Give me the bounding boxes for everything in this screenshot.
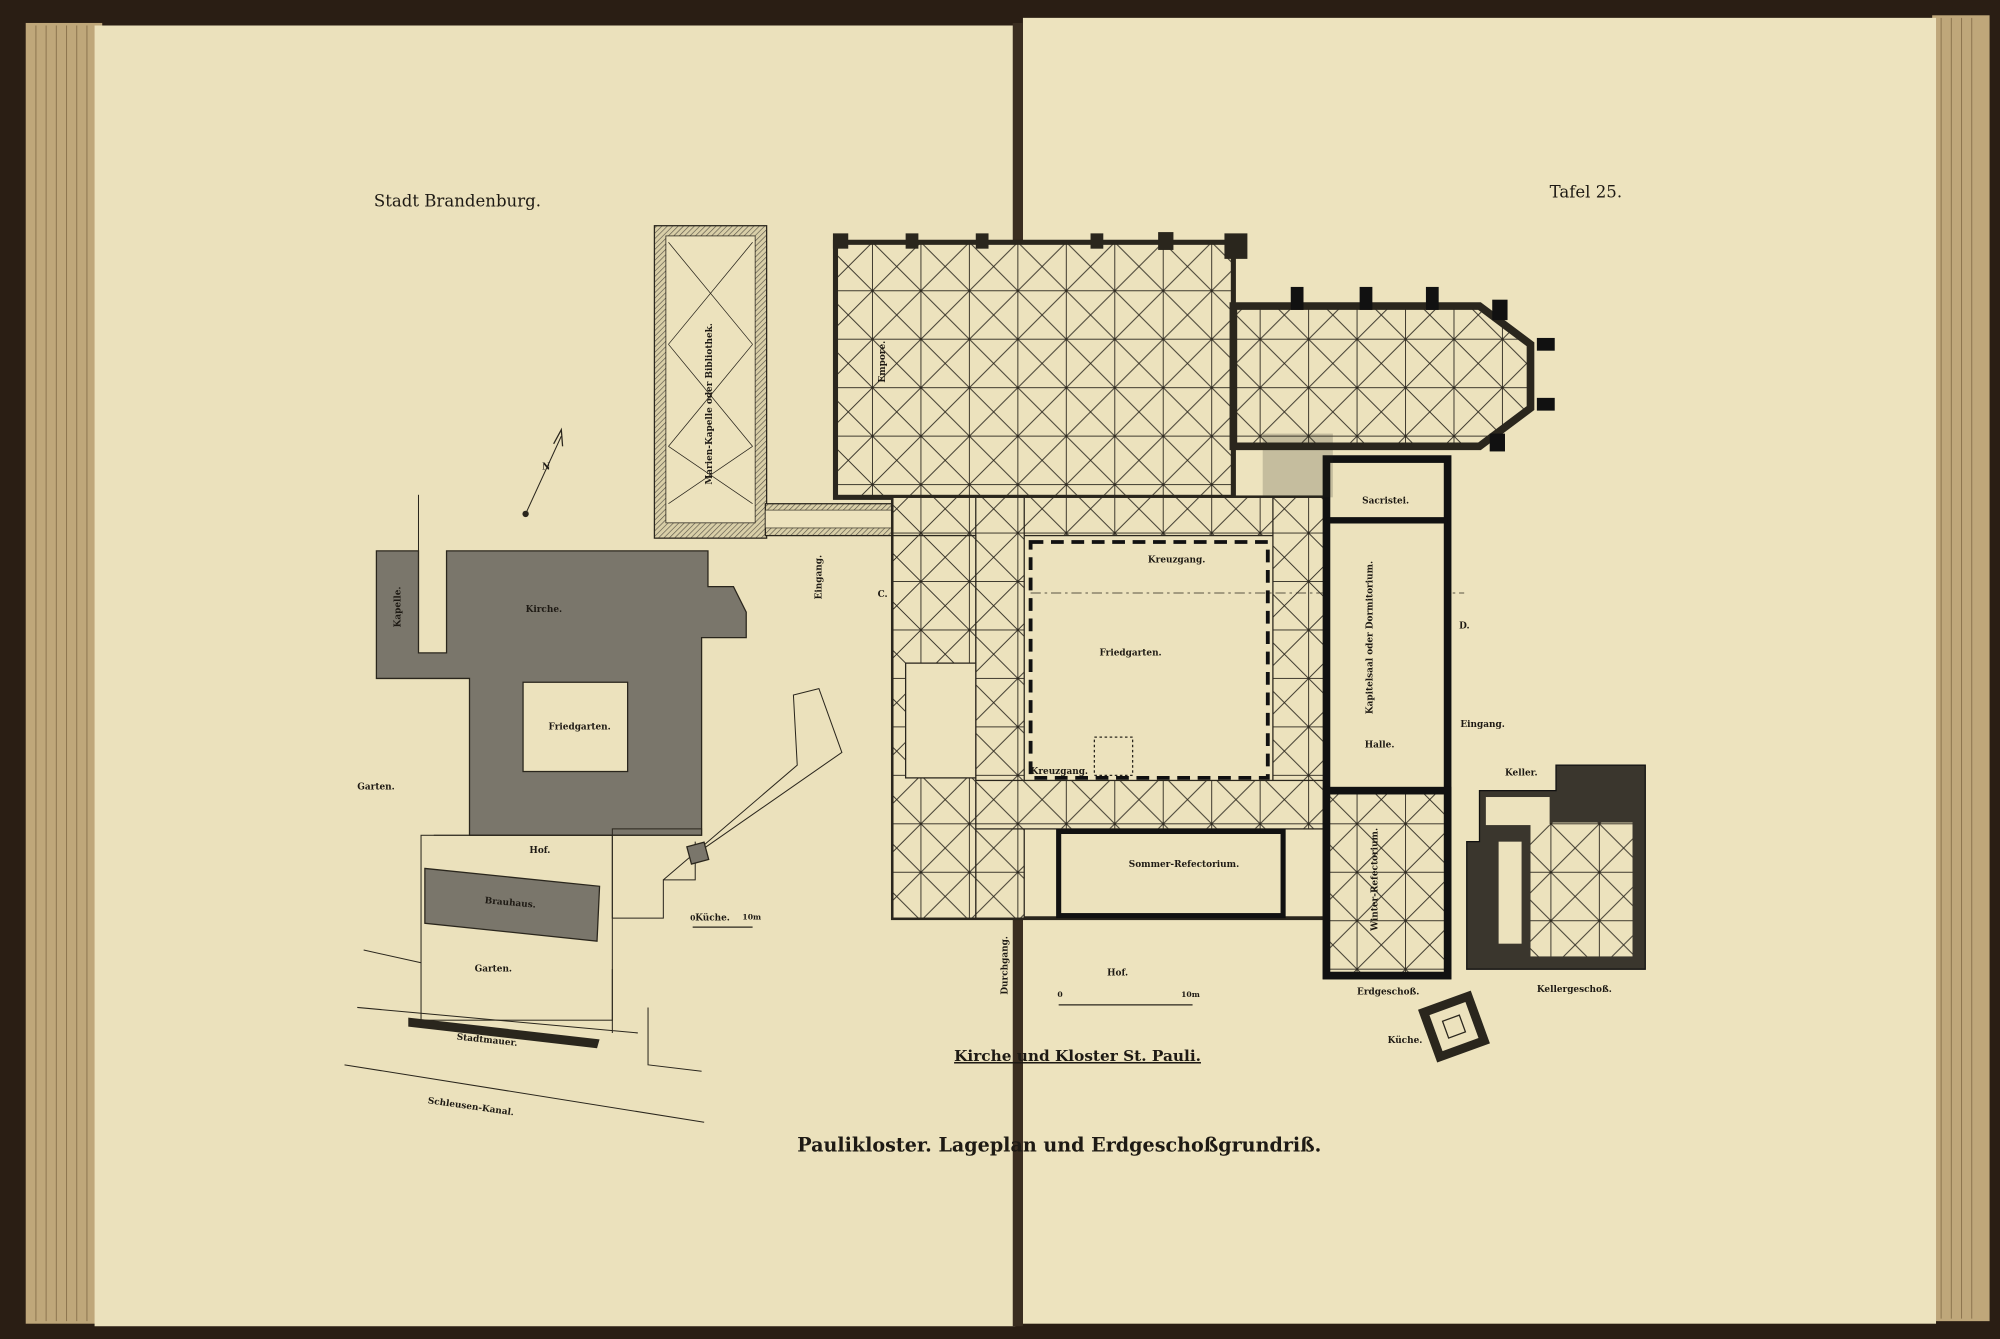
label-sacristei: Sacristei. bbox=[1362, 497, 1409, 507]
svg-text:10m: 10m bbox=[1181, 990, 1200, 999]
header-right: Tafel 25. bbox=[1550, 183, 1622, 202]
label-hof: Hof. bbox=[529, 846, 550, 856]
label-kueche-floor: Küche. bbox=[1388, 1035, 1423, 1046]
north-label: N bbox=[542, 462, 550, 472]
label-kueche-site: Küche. bbox=[695, 913, 730, 924]
svg-text:0: 0 bbox=[690, 914, 695, 923]
label-kapelle: Kapelle. bbox=[394, 586, 404, 627]
label-kreuzgang-north: Kreuzgang. bbox=[1148, 555, 1205, 565]
scale-bar-floor: 0 10m bbox=[1057, 990, 1200, 1006]
label-kirche: Kirche. bbox=[526, 605, 562, 615]
label-garten-left: Garten. bbox=[357, 782, 394, 792]
label-section-d: D. bbox=[1459, 622, 1470, 632]
svg-text:0: 0 bbox=[1057, 990, 1062, 999]
label-friedgarten-floor: Friedgarten. bbox=[1099, 648, 1161, 658]
label-keller: Keller. bbox=[1505, 768, 1538, 778]
label-kapitelsaal: Kapitelsaal oder Dormitorium. bbox=[1365, 561, 1375, 714]
label-durchgang: Durchgang. bbox=[1001, 936, 1011, 995]
label-brauhaus: Brauhaus. bbox=[484, 896, 536, 910]
label-kellergeschoss: Kellergeschoß. bbox=[1537, 985, 1612, 995]
right-page-stack bbox=[1932, 15, 1990, 1322]
plate-caption: Paulikloster. Lageplan und Erdgeschoßgru… bbox=[797, 1134, 1321, 1157]
label-eingang-east: Eingang. bbox=[1460, 720, 1504, 730]
header-left: Stadt Brandenburg. bbox=[374, 192, 541, 211]
label-bibliothek: Marien-Kapelle oder Bibliothek. bbox=[705, 323, 715, 484]
label-friedgarten: Friedgarten. bbox=[549, 722, 611, 732]
label-garten: Garten. bbox=[475, 965, 512, 975]
svg-text:10m: 10m bbox=[742, 912, 761, 921]
label-empore: Empore. bbox=[878, 341, 888, 383]
label-winter-refectorium: Winter-Refectorium. bbox=[1370, 828, 1380, 932]
label-erdgeschoss: Erdgeschoß. bbox=[1357, 988, 1419, 998]
label-halle: Halle. bbox=[1365, 740, 1395, 750]
left-page-stack bbox=[25, 22, 103, 1324]
label-sommer-refectorium: Sommer-Refectorium. bbox=[1129, 860, 1239, 870]
north-arrow-icon bbox=[525, 435, 562, 515]
label-section-c: C. bbox=[878, 590, 888, 600]
scale-bar-site: 0 10m bbox=[690, 912, 761, 928]
floor-plan-title: Kirche und Kloster St. Pauli. bbox=[954, 1047, 1201, 1065]
floor-plan: Marien-Kapelle oder Bibliothek. Eingang.… bbox=[653, 225, 1646, 1065]
site-plan: N Kirche. Kapelle. Friedgarten. Garten. … bbox=[344, 427, 843, 1123]
label-eingang-west: Eingang. bbox=[814, 555, 824, 599]
label-kreuzgang-south: Kreuzgang. bbox=[1031, 767, 1088, 777]
label-hof-floor: Hof. bbox=[1107, 969, 1128, 979]
